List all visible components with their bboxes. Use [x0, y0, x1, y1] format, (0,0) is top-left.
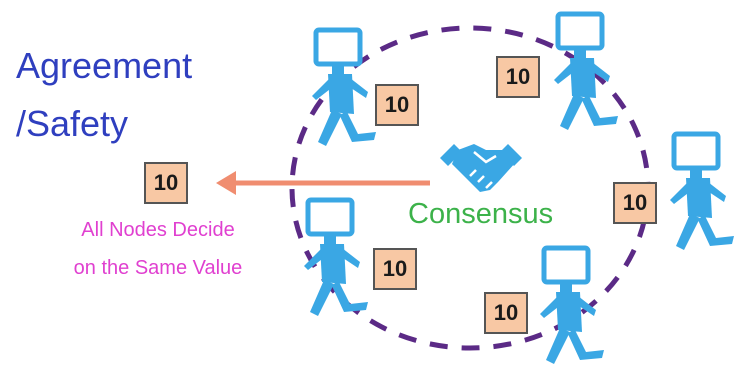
- node-1-value: 10: [375, 84, 419, 126]
- node-2-value: 10: [496, 56, 540, 98]
- node-figure-right: [670, 134, 734, 250]
- description-line-2: on the Same Value: [73, 257, 243, 279]
- node-figure-bottom-right: [540, 248, 604, 364]
- decided-value-box: 10: [144, 162, 188, 204]
- node-figure-bottom-left: [304, 200, 368, 316]
- node-figure-top-left: [312, 30, 376, 146]
- node-figure-top-right: [554, 14, 618, 130]
- description-line-1: All Nodes Decide: [81, 219, 235, 241]
- title-line-1: Agreement: [16, 45, 193, 86]
- handshake-icon: [440, 144, 522, 192]
- consensus-label: Consensus: [408, 198, 554, 230]
- node-5-value: 10: [484, 292, 528, 334]
- arrow-left-icon: [216, 171, 236, 195]
- node-3-value: 10: [613, 182, 657, 224]
- title-line-2: /Safety: [16, 103, 129, 144]
- node-4-value: 10: [373, 248, 417, 290]
